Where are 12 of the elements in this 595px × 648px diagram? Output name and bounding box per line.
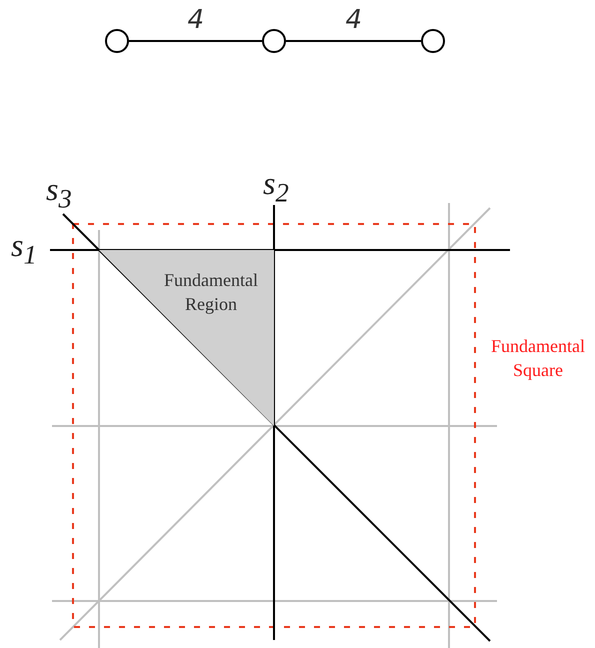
graph-vertex [421, 29, 445, 53]
mirror-label: s$_{2}$ [263, 166, 289, 210]
square-label: Fundamental Square [490, 335, 586, 382]
graph-vertex [262, 29, 286, 53]
graph-vertex [105, 29, 129, 53]
mirror-label: s$_{1}$ [11, 228, 37, 272]
graph-edge [286, 40, 421, 42]
mirror-label: s$_{3}$ [46, 172, 72, 216]
edge-label: 4 [346, 6, 362, 34]
edge-label: 4 [188, 6, 204, 34]
graph-edge [129, 40, 262, 42]
region-label: Fundamental Region [163, 269, 259, 316]
